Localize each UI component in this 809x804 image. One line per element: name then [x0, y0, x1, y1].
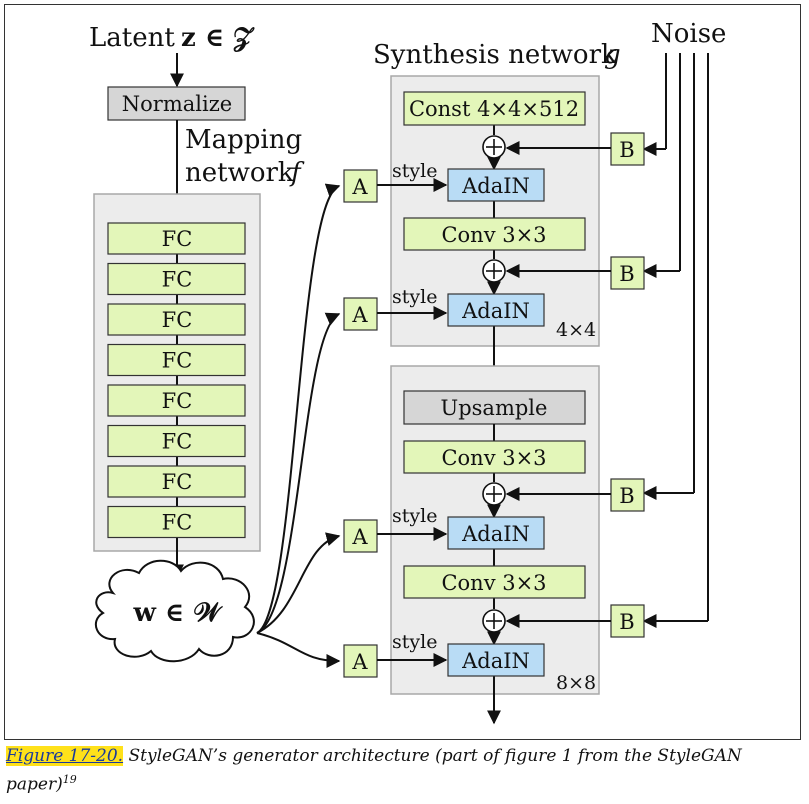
add-node-2 [482, 259, 506, 283]
adain-box-3 [447, 516, 545, 550]
b-label-2: B [619, 262, 634, 286]
w-to-a2-curve [256, 312, 341, 634]
fc-label-3: FC [162, 308, 193, 332]
mapping-label-2: network [185, 158, 294, 188]
fc-box-3 [107, 303, 246, 336]
mapping-f: f [289, 158, 305, 188]
caption-reference[interactable]: 19 [62, 773, 77, 786]
a-label-2: A [351, 303, 368, 327]
upsample-label: Upsample [441, 396, 548, 420]
add-node-3 [482, 482, 506, 506]
a-label-3: A [351, 525, 368, 549]
b-label-3: B [619, 484, 634, 508]
figure-frame: Latent z ∈ 𝒵 Normalize Mapping network f… [4, 4, 801, 740]
w-to-a1-curve [256, 183, 341, 634]
adain-label-3: AdaIN [461, 522, 530, 546]
figure-number[interactable]: Figure 17-20. [6, 746, 124, 766]
style-label-4: style [392, 631, 437, 653]
fc-label-4: FC [162, 349, 193, 373]
adain-box-1 [447, 168, 545, 202]
const-box [403, 91, 586, 126]
fc-box-4 [107, 343, 246, 377]
b-label-4: B [619, 610, 634, 634]
conv-box-1 [403, 217, 586, 251]
a-box-2 [343, 297, 378, 331]
w-label: w ∈ 𝒲 [133, 598, 224, 628]
conv-box-2 [403, 440, 586, 474]
fc-box-2 [107, 262, 246, 296]
b-label-1: B [619, 138, 634, 162]
latent-symbol: z ∈ 𝒵 [181, 23, 255, 53]
adain-label-4: AdaIN [461, 649, 530, 673]
upsample-box [403, 390, 586, 425]
fc-box-1 [107, 222, 246, 255]
adain-label-2: AdaIN [461, 299, 530, 323]
add-node-1 [482, 135, 506, 159]
resolution-8x8: 8×8 [556, 672, 596, 694]
b-box-2 [610, 256, 645, 290]
add-node-4 [482, 609, 506, 633]
conv-box-3 [403, 565, 586, 599]
style-label-1: style [392, 160, 437, 182]
noise-label: Noise [651, 19, 726, 49]
b-box-3 [610, 478, 645, 512]
b-box-4 [610, 604, 645, 638]
style-label-2: style [392, 286, 437, 308]
fc-box-7 [107, 465, 246, 498]
fc-box-5 [107, 384, 246, 417]
w-to-a4-curve [256, 632, 341, 668]
synthesis-title: Synthesis network [373, 40, 617, 70]
const-label: Const 4×4×512 [409, 97, 579, 121]
synthesis-g: g [604, 40, 621, 70]
a-box-1 [343, 169, 378, 203]
conv-label-2: Conv 3×3 [441, 446, 546, 470]
fc-stack: FC FC FC FC FC FC FC FC [107, 222, 246, 539]
mapping-label-1: Mapping [185, 125, 302, 155]
latent-label: Latent [89, 23, 175, 53]
fc-label-2: FC [162, 268, 193, 292]
a-label-1: A [351, 175, 368, 199]
adain-label-1: AdaIN [461, 174, 530, 198]
caption-text: StyleGAN’s generator architecture (part … [6, 746, 742, 795]
style-label-3: style [392, 505, 437, 527]
fc-label-6: FC [162, 430, 193, 454]
a-label-4: A [351, 650, 368, 674]
fc-label-5: FC [162, 389, 193, 413]
conv-label-1: Conv 3×3 [441, 223, 546, 247]
stylegan-diagram: Latent z ∈ 𝒵 Normalize Mapping network f… [89, 19, 726, 725]
w-cloud [94, 559, 255, 663]
fc-label-1: FC [162, 227, 193, 251]
conv-label-3: Conv 3×3 [441, 571, 546, 595]
normalize-label: Normalize [122, 92, 232, 116]
fc-box-6 [107, 424, 246, 458]
figure-caption: Figure 17-20. StyleGAN’s generator archi… [6, 744, 796, 797]
fc-box-8 [107, 505, 246, 539]
a-box-3 [343, 519, 378, 553]
fc-label-8: FC [162, 511, 193, 535]
fc-label-7: FC [162, 470, 193, 494]
adain-box-4 [447, 643, 545, 677]
b-box-1 [610, 132, 645, 166]
resolution-4x4: 4×4 [556, 319, 596, 341]
w-to-a3-curve [256, 532, 341, 634]
adain-box-2 [447, 293, 545, 327]
